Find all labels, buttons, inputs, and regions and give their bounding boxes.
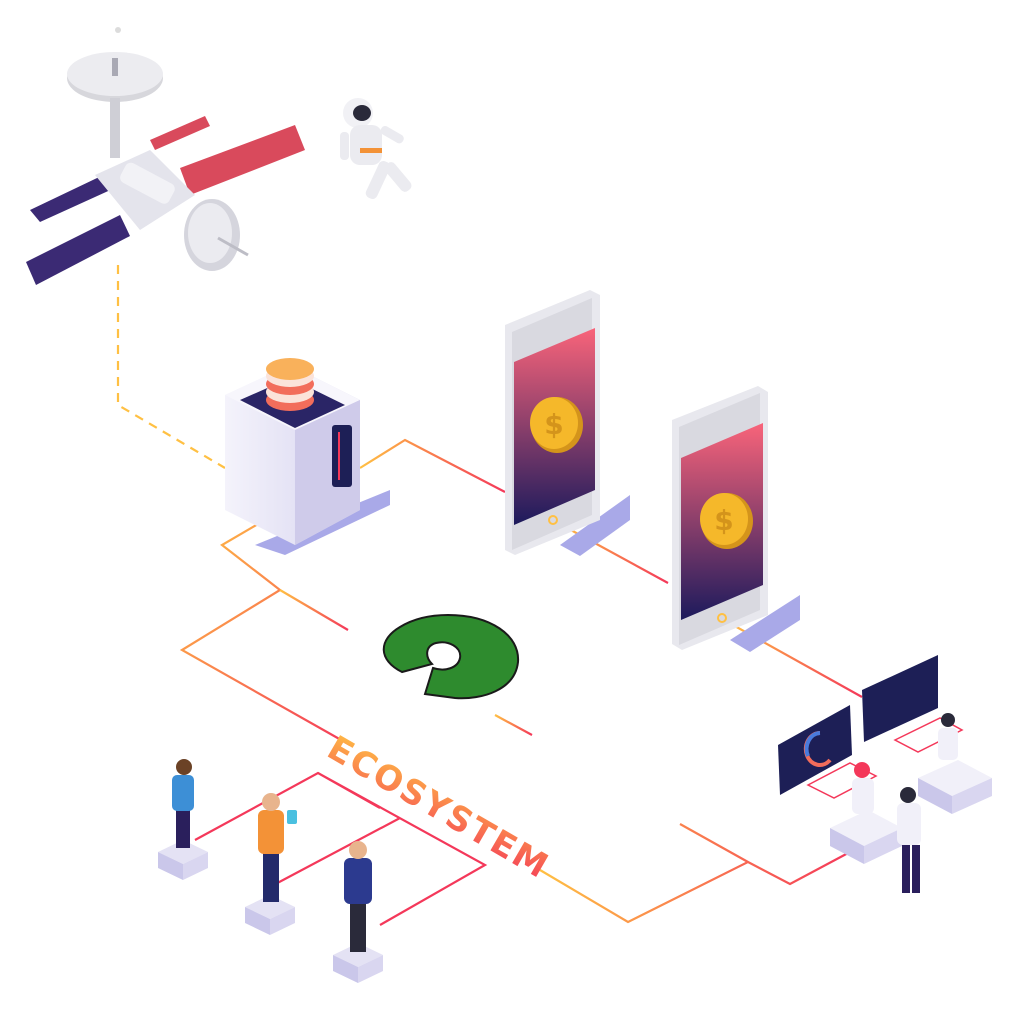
people-circuit-line [194, 771, 488, 926]
ring-icon [382, 613, 520, 700]
monitor-icon [862, 655, 938, 742]
workstation-desks [806, 713, 992, 893]
bottom-link-line [539, 823, 851, 924]
satellite-icon [26, 27, 305, 285]
server-branch-line [279, 589, 349, 631]
satellite-link-line [116, 265, 226, 469]
person-icon [158, 759, 208, 880]
server-phone-line [359, 438, 506, 493]
server-icon [225, 358, 390, 555]
monitor-icon [778, 705, 852, 795]
svg-text:$: $ [714, 504, 733, 537]
coin-icon: $ [530, 397, 583, 453]
svg-text:$: $ [544, 408, 563, 441]
coin-icon: $ [700, 493, 753, 549]
phone-phone-line [557, 522, 669, 584]
astronaut-icon [340, 98, 412, 200]
person-icon [333, 841, 383, 983]
center-segment-line [494, 714, 533, 736]
server-loop-line [179, 523, 351, 746]
person-icon [245, 793, 297, 935]
